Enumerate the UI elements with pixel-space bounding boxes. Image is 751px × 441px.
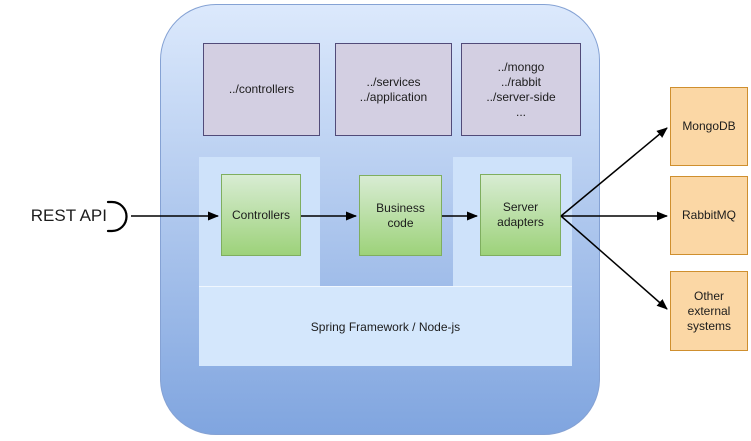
framework-bar: Spring Framework / Node-js — [199, 286, 572, 366]
folder-box-services: ../services ../application — [335, 43, 452, 136]
rest-api-socket-icon — [106, 200, 128, 233]
external-box-other-systems: Other external systems — [670, 271, 748, 351]
framework-label: Spring Framework / Node-js — [310, 319, 461, 334]
component-box-controllers: Controllers — [221, 174, 301, 256]
folder-box-controllers: ../controllers — [203, 43, 320, 136]
rest-api-label: REST API — [30, 206, 107, 225]
folder-box-server-side: ../mongo ../rabbit ../server-side ... — [461, 43, 581, 136]
external-box-rabbitmq: RabbitMQ — [670, 176, 748, 255]
component-box-server-adapters: Server adapters — [480, 174, 561, 256]
external-box-mongodb: MongoDB — [670, 87, 748, 166]
component-box-business-code: Business code — [359, 175, 442, 256]
